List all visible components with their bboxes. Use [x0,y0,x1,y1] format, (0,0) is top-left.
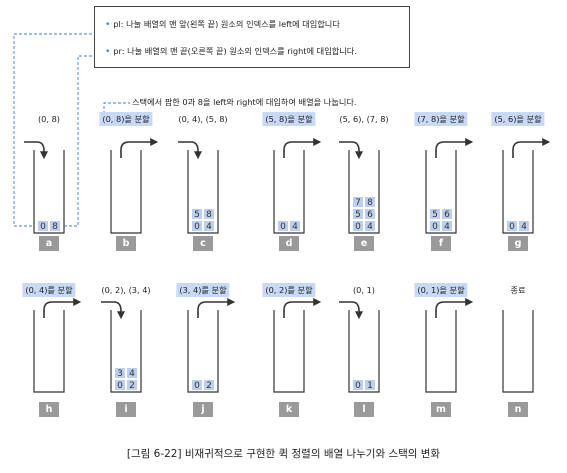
pop-arrow-m [435,298,474,318]
note-box: •pl: 나눌 배열의 맨 앞(왼쪽 끝) 원소의 인덱스를 left에 대입합… [94,6,410,68]
stack-letter-h: h [39,402,59,417]
stack-letter-i: i [116,402,136,417]
stack-outline-n [502,310,534,393]
stack-cell-a-0-0: 0 [37,220,49,232]
stack-letter-m: m [431,402,451,417]
stack-cell-i-0-0: 0 [114,379,126,391]
stack-cell-d-0-1: 4 [289,220,301,232]
pop-caption: 스택에서 팝한 0과 8을 left와 right에 대입하여 배열을 나눕니다… [132,97,357,107]
stack-label-e: (5, 6), (7, 8) [339,114,389,124]
stack-cell-a-0-1: 8 [49,220,61,232]
stack-cell-j-0-0: 0 [191,379,203,391]
connector-pop-caption [103,102,130,114]
stack-label-a: (0, 8) [37,114,61,124]
push-arrow-e [339,141,363,160]
stack-letter-d: d [279,236,299,251]
push-arrow-c [178,141,202,160]
note-pl-bullet: • [105,20,111,30]
push-arrow-a [24,141,48,160]
push-arrow-l [339,301,363,320]
note-pr-text: pr: 나눌 배열의 맨 끝(오른쪽 끝) 원소의 인덱스를 right에 대입… [113,46,357,56]
stack-cell-e-2-1: 8 [364,196,376,208]
stack-label-n: 종료 [510,285,526,295]
stack-cell-d-0-0: 0 [277,220,289,232]
stack-outline-j [187,310,219,393]
stack-letter-k: k [279,402,299,417]
note-pl: •pl: 나눌 배열의 맨 앞(왼쪽 끝) 원소의 인덱스를 left에 대입합… [105,18,340,30]
stack-outline-g [502,150,534,234]
stack-label-g: (5, 6)을 분할 [491,112,545,126]
connector-pl [13,33,97,227]
pop-arrow-h [43,298,82,318]
stack-letter-e: e [354,236,374,251]
stack-cell-g-0-1: 4 [518,220,530,232]
stack-label-b: (0, 8)을 분할 [99,112,153,126]
stack-label-m: (0, 1)을 분할 [414,283,468,297]
stack-outline-e [348,150,380,234]
push-arrow-i [101,301,125,320]
pop-arrow-g [512,138,551,158]
stack-outline-k [273,310,305,393]
stack-label-d: (5, 8)을 분할 [262,112,316,126]
stack-letter-f: f [431,236,451,251]
stack-cell-e-0-1: 4 [364,220,376,232]
stack-cell-l-0-1: 1 [364,379,376,391]
connector-pr [64,55,97,227]
stack-cell-f-0-1: 4 [441,220,453,232]
stack-cell-e-0-0: 0 [352,220,364,232]
stack-label-f: (7, 8)을 분할 [414,112,468,126]
stack-cell-c-0-1: 4 [203,220,215,232]
stack-letter-j: j [193,402,213,417]
stack-cell-e-1-0: 5 [352,208,364,220]
stack-label-j: (3, 4)를 분할 [176,283,230,297]
stack-label-i: (0, 2), (3, 4) [101,285,151,295]
stack-outline-f [425,150,457,234]
stack-label-h: (0, 4)를 분할 [22,283,76,297]
stack-letter-b: b [116,236,136,251]
note-pl-text: pl: 나눌 배열의 맨 앞(왼쪽 끝) 원소의 인덱스를 left에 대입합니… [113,19,340,29]
stack-outline-b [110,150,142,234]
stack-letter-l: l [354,402,374,417]
stack-cell-f-1-0: 5 [429,208,441,220]
stack-outline-c [187,150,219,234]
stack-cell-c-1-0: 5 [191,208,203,220]
stack-letter-n: n [508,402,528,417]
pop-arrow-j [197,298,236,318]
stack-label-l: (0, 1) [352,285,376,295]
pop-arrow-d [283,138,322,158]
stack-outline-h [33,310,65,393]
stack-cell-i-1-1: 4 [126,367,138,379]
stack-label-k: (0, 2)를 분할 [262,283,316,297]
stack-cell-j-0-1: 2 [203,379,215,391]
stack-cell-l-0-0: 0 [352,379,364,391]
pop-arrow-b [120,138,159,158]
stack-cell-f-0-0: 0 [429,220,441,232]
stack-cell-f-1-1: 6 [441,208,453,220]
stack-outline-a [33,150,65,234]
stack-letter-g: g [508,236,528,251]
stack-cell-e-1-1: 6 [364,208,376,220]
stack-outline-m [425,310,457,393]
stack-cell-i-0-1: 2 [126,379,138,391]
note-pr: •pr: 나눌 배열의 맨 끝(오른쪽 끝) 원소의 인덱스를 right에 대… [105,45,357,57]
figure-caption: [그림 6-22] 비재귀적으로 구현한 퀵 정렬의 배열 나누기와 스택의 변… [126,448,441,460]
stack-letter-c: c [193,236,213,251]
stack-cell-c-0-0: 0 [191,220,203,232]
stack-cell-g-0-0: 0 [506,220,518,232]
stack-cell-i-1-0: 3 [114,367,126,379]
note-pr-bullet: • [105,47,111,57]
stack-outline-i [110,310,142,393]
stack-cell-c-1-1: 8 [203,208,215,220]
stack-letter-a: a [39,236,59,251]
stack-outline-d [273,150,305,234]
stack-label-c: (0, 4), (5, 8) [178,114,228,124]
pop-arrow-f [435,138,474,158]
pop-arrow-k [283,298,322,318]
stack-outline-l [348,310,380,393]
stack-cell-e-2-0: 7 [352,196,364,208]
